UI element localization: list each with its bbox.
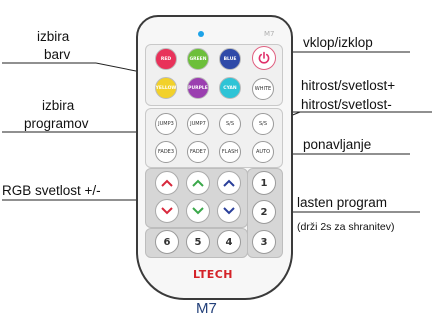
- auto-button[interactable]: AUTO: [252, 141, 274, 163]
- flash-button[interactable]: FLASH: [219, 141, 241, 163]
- chevron-down-icon: [223, 207, 235, 215]
- chevron-up-icon: [223, 179, 235, 187]
- blue-up-button[interactable]: [217, 171, 241, 195]
- chevron-up-icon: [192, 179, 204, 187]
- program-1-button[interactable]: 1: [252, 171, 276, 195]
- yellow-button[interactable]: YELLOW: [155, 77, 177, 99]
- fade3-button[interactable]: FADE3: [155, 141, 177, 163]
- label-izbira-programov-2: programov: [24, 116, 89, 131]
- speed-brightness-plus-button[interactable]: S/S: [219, 113, 241, 135]
- cyan-button[interactable]: CYAN: [219, 77, 241, 99]
- jump3-button[interactable]: JUMP3: [155, 113, 177, 135]
- program-5-button[interactable]: 5: [186, 230, 210, 254]
- label-rgb-svetlost: RGB svetlost +/-: [2, 183, 101, 198]
- label-hitrost-plus: hitrost/svetlost+: [301, 78, 396, 93]
- blue-button[interactable]: BLUE: [219, 48, 241, 70]
- model-caption: M7: [196, 300, 217, 317]
- label-drzi-2s: (drži 2s za shranitev): [297, 221, 395, 233]
- power-button[interactable]: [252, 46, 276, 70]
- label-izbira-barv-1: izbira: [37, 29, 70, 44]
- brand-logo: LTECH: [193, 268, 233, 281]
- label-lasten-program: lasten program: [297, 195, 388, 210]
- label-hitrost-minus: hitrost/svetlost-: [301, 97, 392, 112]
- white-button[interactable]: WHITE: [252, 78, 274, 100]
- chevron-down-icon: [161, 207, 173, 215]
- program-4-button[interactable]: 4: [217, 230, 241, 254]
- indicator-led: [198, 31, 204, 37]
- speed-brightness-minus-button[interactable]: S/S: [252, 113, 274, 135]
- red-button[interactable]: RED: [155, 48, 177, 70]
- label-vklop-izklop: vklop/izklop: [303, 35, 373, 50]
- chevron-down-icon: [192, 207, 204, 215]
- chevron-up-icon: [161, 179, 173, 187]
- green-down-button[interactable]: [186, 199, 210, 223]
- program-2-button[interactable]: 2: [252, 200, 276, 224]
- line-barv: [95, 62, 142, 73]
- blue-down-button[interactable]: [217, 199, 241, 223]
- program-6-button[interactable]: 6: [155, 230, 179, 254]
- jump7-button[interactable]: JUMP7: [187, 113, 209, 135]
- program-3-button[interactable]: 3: [252, 230, 276, 254]
- fade7-button[interactable]: FADE7: [187, 141, 209, 163]
- label-izbira-barv-2: barv: [44, 47, 71, 62]
- green-up-button[interactable]: [186, 171, 210, 195]
- red-up-button[interactable]: [155, 171, 179, 195]
- label-izbira-programov-1: izbira: [42, 98, 75, 113]
- label-ponavljanje: ponavljanje: [303, 137, 372, 152]
- green-button[interactable]: GREEN: [187, 48, 209, 70]
- model-small-label: M7: [264, 30, 275, 38]
- purple-button[interactable]: PURPLE: [187, 77, 209, 99]
- power-icon: [258, 51, 270, 64]
- red-down-button[interactable]: [155, 199, 179, 223]
